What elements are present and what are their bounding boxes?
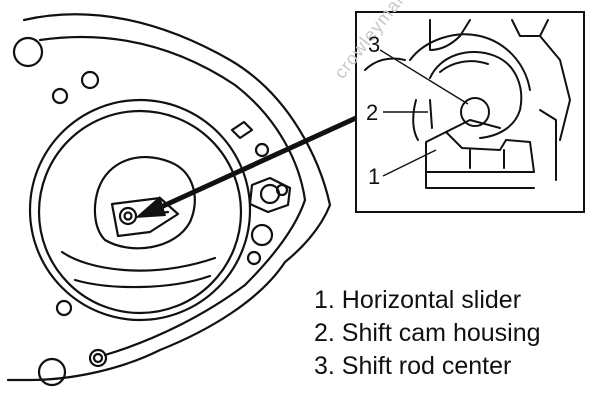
pointer-arrowhead	[135, 196, 166, 218]
shift-housing-outer-ring	[28, 98, 252, 322]
horizontal-slider	[425, 131, 535, 173]
housing-outline	[6, 13, 332, 382]
callout-2: 2	[366, 100, 379, 125]
pointer-line	[147, 115, 359, 215]
legend: 1. Horizontal slider 2. Shift cam housin…	[314, 284, 541, 383]
callout-3: 3	[368, 32, 381, 57]
fitting	[248, 176, 292, 214]
legend-item-2: 2. Shift cam housing	[314, 319, 541, 347]
shift-housing-ring	[37, 109, 243, 315]
shift-rod-center	[460, 97, 490, 127]
shift-mechanism	[93, 155, 196, 250]
callout-1: 1	[368, 164, 381, 189]
cam-housing-arc	[429, 50, 523, 139]
legend-item-3: 3. Shift rod center	[314, 352, 512, 380]
housing-inner-outline	[38, 35, 307, 357]
legend-item-1: 1. Horizontal slider	[314, 286, 522, 314]
